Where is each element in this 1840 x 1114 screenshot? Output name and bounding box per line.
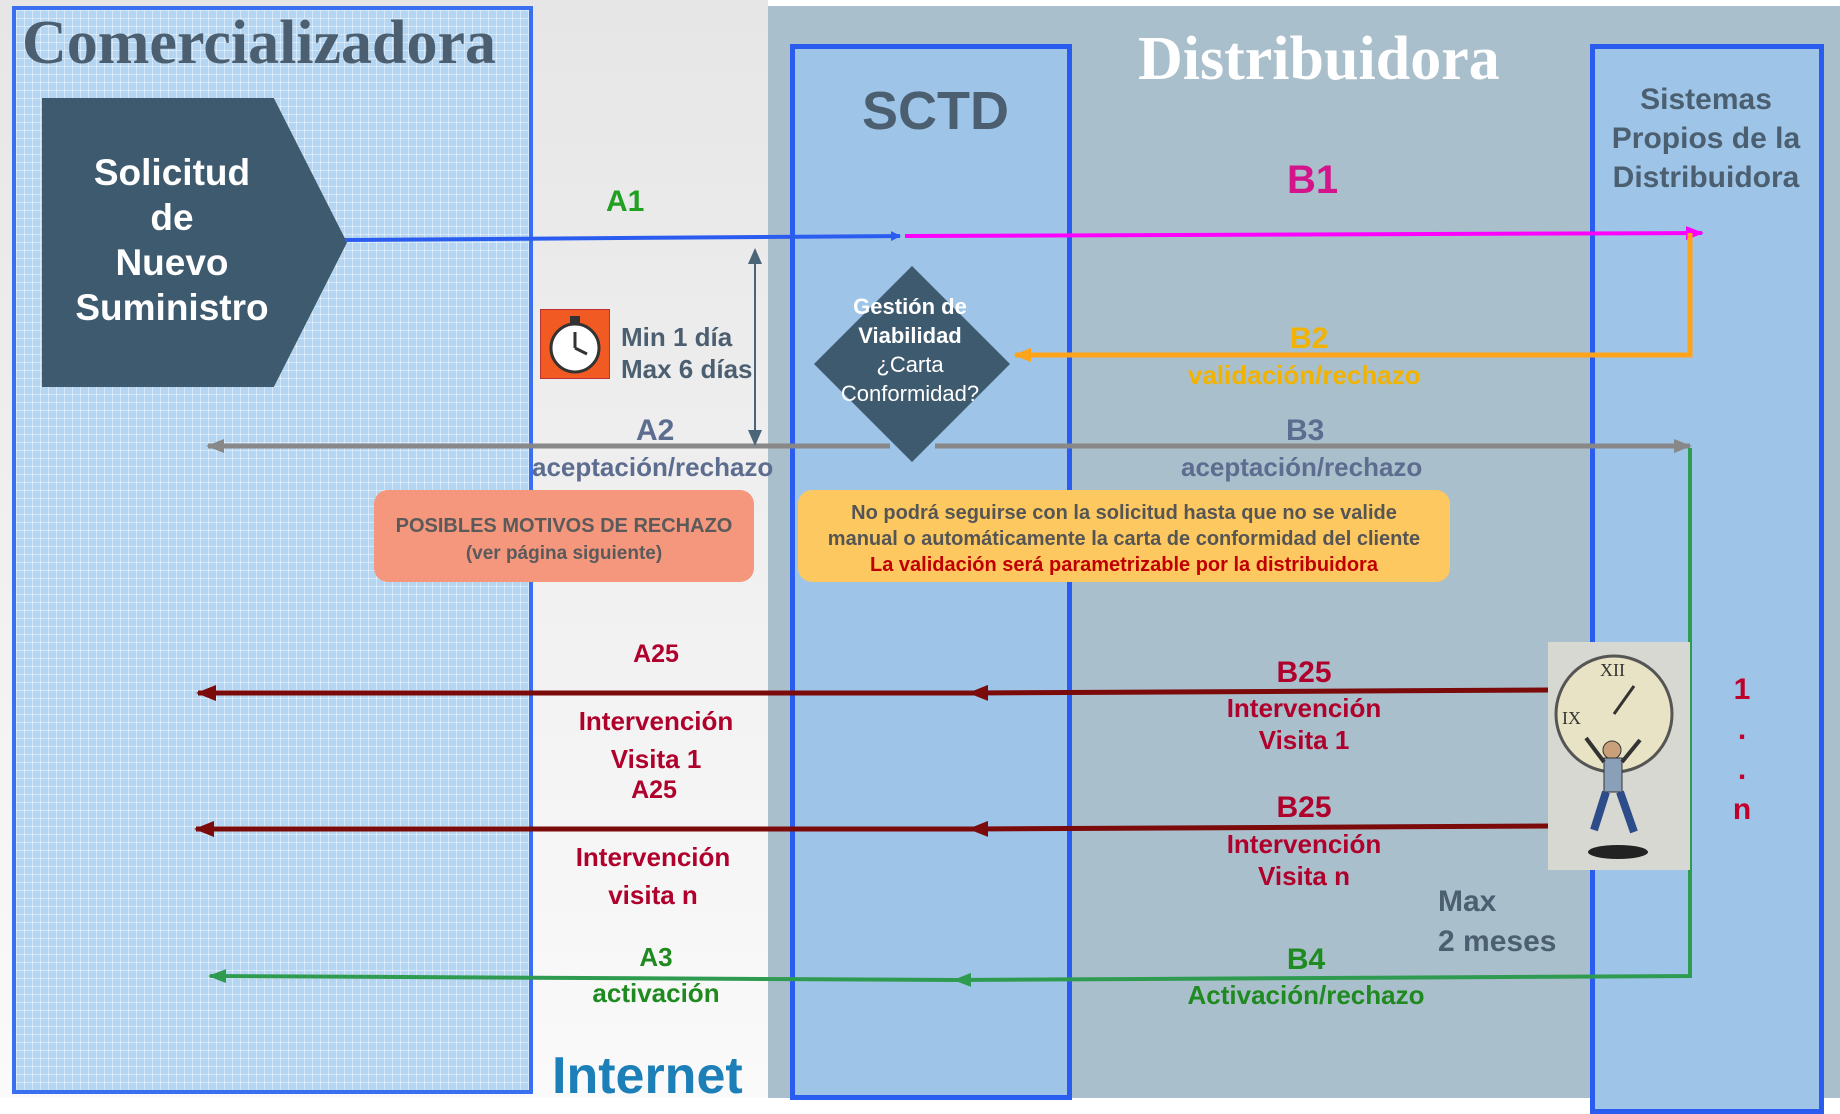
solicitud-label: Solicitud de Nuevo Suministro: [75, 152, 269, 328]
arrow-b25-visitan: [968, 820, 1549, 837]
label-a1: A1: [606, 185, 645, 218]
sistemas-title: Sistemas Propios de la Distribuidora: [1611, 83, 1801, 194]
internet-title: Internet: [552, 1047, 743, 1105]
label-b2: B2: [1290, 322, 1329, 355]
arrow-b2: [1013, 233, 1693, 362]
time-range-label: Min 1 día Max 6 días: [621, 322, 753, 384]
label-b25-1: B25: [1276, 656, 1332, 689]
label-b2-sub: validación/rechazo: [1188, 360, 1421, 390]
label-a25-2: A25: [631, 776, 677, 804]
label-a2: A2: [636, 414, 675, 447]
clock-man-illustration: XII IX: [1548, 642, 1690, 870]
svg-text:XII: XII: [1600, 660, 1625, 680]
solicitud-shape: [42, 98, 347, 387]
iteration-count-label: 1 . . n: [1732, 673, 1752, 826]
arrow-b4: [953, 448, 1692, 987]
label-a2-sub: aceptación/rechazo: [532, 452, 774, 482]
arrow-b25-visita1: [968, 684, 1549, 701]
sctd-title: SCTD: [862, 81, 1009, 141]
stopwatch-icon: [540, 309, 610, 379]
label-b3: B3: [1286, 414, 1325, 447]
viabilidad-label: Gestión de Viabilidad ¿Carta Conformidad…: [840, 294, 980, 406]
max-duration-label: Max 2 meses: [1438, 885, 1557, 958]
label-b25-1-sub: Intervención Visita 1: [1226, 693, 1382, 755]
label-a25-1-sub: Intervención Visita 1: [578, 706, 734, 774]
label-b4: B4: [1286, 943, 1326, 976]
label-b25-2: B25: [1276, 791, 1332, 824]
label-b25-2-sub: Intervención Visita n: [1226, 829, 1382, 891]
distribuidora-title: Distribuidora: [1138, 25, 1500, 93]
arrow-a1: [344, 231, 901, 242]
svg-text:IX: IX: [1562, 708, 1581, 728]
label-b4-sub: Activación/rechazo: [1187, 980, 1425, 1010]
label-b3-sub: aceptación/rechazo: [1181, 452, 1423, 482]
arrow-a3: [208, 969, 961, 984]
label-a3-sub: activación: [592, 978, 720, 1008]
label-a3: A3: [639, 942, 673, 972]
comercializadora-title: Comercializadora: [22, 9, 497, 77]
sistemas-lane: [1590, 44, 1824, 1114]
validation-note-box: No podrá seguirse con la solicitud hasta…: [798, 490, 1450, 582]
label-b1: B1: [1287, 158, 1339, 202]
label-a25-2-sub: Intervención visita n: [575, 842, 731, 910]
arrow-b1: [904, 226, 1704, 241]
label-a25-1: A25: [633, 640, 679, 668]
rechazo-motivos-box: POSIBLES MOTIVOS DE RECHAZO (ver página …: [374, 490, 754, 582]
